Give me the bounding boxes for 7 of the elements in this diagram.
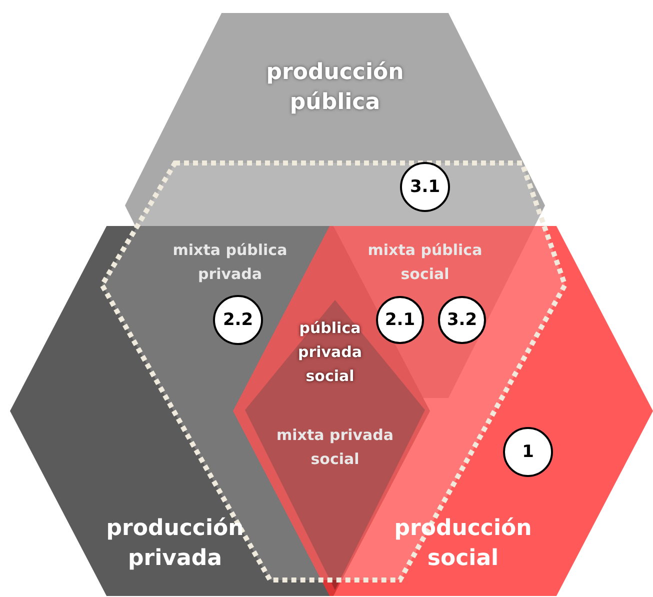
- overlap-label: mixta pública social: [355, 238, 495, 286]
- region-label: producción pública: [265, 59, 405, 117]
- overlap-label: mixta pública privada: [160, 238, 300, 286]
- overlap-label: pública privada social: [290, 316, 370, 388]
- region-label: producción privada: [105, 515, 245, 573]
- overlap-label: mixta privada social: [265, 423, 405, 471]
- region-label: producción social: [393, 515, 533, 573]
